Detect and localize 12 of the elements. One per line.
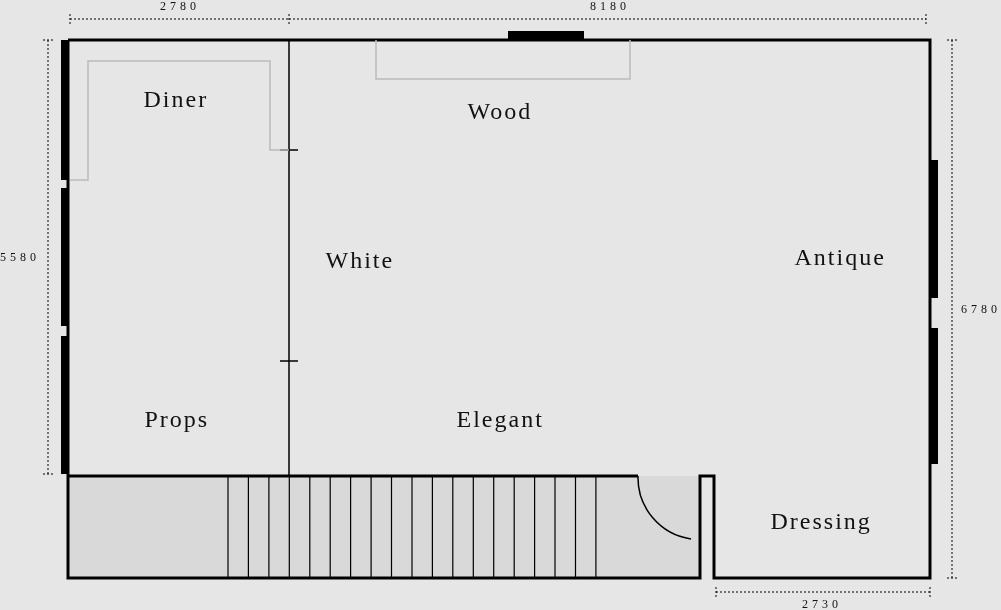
room-label: Props [144, 407, 210, 431]
dimension-label: 6780 [961, 303, 1001, 315]
dimension-label: 2780 [160, 0, 200, 12]
room-label: Diner [143, 87, 209, 111]
room-label: Wood [467, 99, 533, 123]
room-label: Dressing [770, 509, 872, 533]
room-label: Antique [794, 245, 886, 269]
dimension-label: 8180 [590, 0, 630, 12]
dimension-label: 5580 [0, 251, 40, 263]
room-label: White [325, 248, 395, 272]
dimension-label: 2730 [802, 598, 842, 610]
room-label: Elegant [456, 407, 544, 431]
